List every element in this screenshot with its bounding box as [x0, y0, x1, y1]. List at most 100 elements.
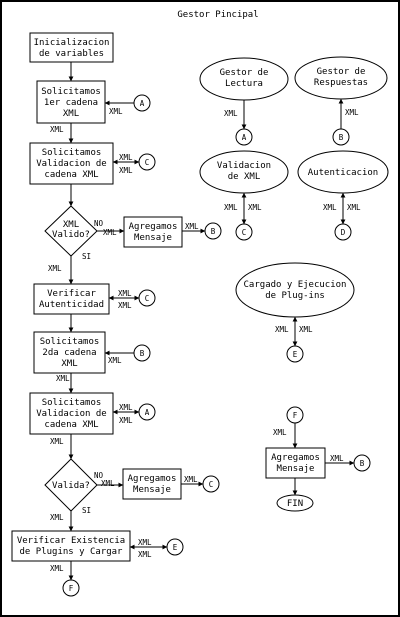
connector-f: F	[62, 579, 80, 597]
node-validacion-1-line-2: Validacion de	[36, 159, 106, 169]
ellipse-validacion-xml-line-2: de XML	[228, 172, 261, 182]
edge-label-xml: XML	[101, 479, 115, 488]
edge-label-xml: XML	[109, 107, 123, 116]
node-solicitamos-1er-cadena-line-2: 1er cadena	[44, 98, 98, 108]
edge-label-xml: XML	[185, 222, 199, 231]
ellipse-gestor-lectura-line-2: Lectura	[225, 79, 263, 89]
edge-label-xml: XML	[103, 228, 117, 237]
connector-d: D	[334, 223, 352, 241]
node-validacion-2: Solicitamos Validacion de cadena XML	[29, 392, 114, 435]
connector-b-label: B	[211, 227, 216, 236]
diagram-title: Gestor Pincipal	[177, 10, 258, 20]
node-agregamos-mensaje-3-line-2: Mensaje	[277, 464, 315, 474]
edge-label-xml: XML	[118, 301, 132, 310]
ellipse-cargado-plugins-line-2: de Plug-ins	[265, 291, 325, 301]
connector-b-label: B	[339, 133, 344, 142]
edge-label-si: SI	[82, 252, 91, 261]
node-agregamos-mensaje-1-line-1: Agregamos	[129, 222, 178, 232]
connector-c-label: C	[145, 294, 150, 303]
decision-xml-valido-line-2: Valido?	[52, 230, 90, 240]
node-solicitamos-1er-cadena-line-3: XML	[63, 109, 79, 119]
connector-e-label: E	[173, 543, 178, 552]
edge-label-xml: XML	[138, 550, 152, 559]
decision-xml-valido: XML Valido?	[44, 205, 98, 257]
edge-label-xml: XML	[275, 325, 289, 334]
node-validacion-1: Solicitamos Validacion de cadena XML	[29, 142, 114, 185]
node-agregamos-mensaje-3-line-1: Agregamos	[271, 453, 320, 463]
decision-valida-line-1: Valida?	[52, 481, 90, 491]
node-validacion-1-line-3: cadena XML	[44, 170, 98, 180]
edge-label-xml: XML	[119, 166, 133, 175]
connector-a-label: A	[242, 133, 247, 142]
node-solicitamos-1er-cadena-line-1: Solicitamos	[41, 87, 101, 97]
connector-c: C	[138, 289, 156, 307]
node-solicitamos-2da-cadena-line-1: Solicitamos	[40, 337, 100, 347]
node-solicitamos-2da-cadena-line-3: XML	[61, 359, 77, 369]
ellipse-cargado-plugins-line-1: Cargado y Ejecucion	[244, 280, 347, 290]
edge-label-si: SI	[82, 506, 91, 515]
node-agregamos-mensaje-3: Agregamos Mensaje	[265, 447, 326, 479]
node-inicializacion: Inicializacion de variables	[29, 32, 114, 63]
connector-b: B	[204, 222, 222, 240]
edge-label-xml: XML	[224, 203, 238, 212]
connector-d-label: D	[341, 228, 346, 237]
connector-c: C	[235, 223, 253, 241]
edge-label-xml: XML	[273, 428, 287, 437]
node-verificar-autenticidad-line-1: Verificar	[47, 289, 96, 299]
edge-label-xml: XML	[50, 437, 64, 446]
node-verificar-autenticidad-line-2: Autenticidad	[39, 300, 104, 310]
edge-label-xml: XML	[56, 374, 70, 383]
node-agregamos-mensaje-2-line-1: Agregamos	[128, 474, 177, 484]
node-solicitamos-1er-cadena: Solicitamos 1er cadena XML	[36, 80, 106, 124]
edge-label-xml: XML	[330, 454, 344, 463]
edge-label-xml: XML	[248, 203, 262, 212]
node-inicializacion-line-1: Inicializacion	[34, 38, 110, 48]
connector-e: E	[166, 538, 184, 556]
edge-label-xml: XML	[119, 416, 133, 425]
connector-f-label: F	[69, 584, 74, 593]
edge-label-xml: XML	[48, 264, 62, 273]
ellipse-validacion-xml: Validacion de XML	[199, 150, 289, 194]
node-validacion-2-line-1: Solicitamos	[42, 398, 102, 408]
connector-b: B	[133, 344, 151, 362]
node-agregamos-mensaje-1-line-2: Mensaje	[134, 233, 172, 243]
edge-label-xml: XML	[118, 289, 132, 298]
node-verificar-plugins: Verificar Existencia de Plugins y Cargar	[11, 530, 131, 562]
node-agregamos-mensaje-1: Agregamos Mensaje	[123, 216, 183, 248]
node-validacion-2-line-3: cadena XML	[44, 420, 98, 430]
node-inicializacion-line-2: de variables	[39, 49, 104, 59]
edge-label-xml: XML	[347, 203, 361, 212]
node-verificar-plugins-line-2: de Plugins y Cargar	[20, 547, 124, 557]
edge-label-xml: XML	[119, 153, 133, 162]
decision-xml-valido-line-1: XML	[63, 220, 79, 230]
edge-label-xml: XML	[138, 538, 152, 547]
connector-c-label: C	[242, 228, 247, 237]
ellipse-gestor-lectura-line-1: Gestor de	[220, 68, 269, 78]
edge-label-no: NO	[94, 471, 104, 480]
connector-a-label: A	[140, 99, 145, 108]
node-agregamos-mensaje-2: Agregamos Mensaje	[122, 468, 182, 500]
connector-a: A	[235, 128, 253, 146]
node-solicitamos-2da-cadena-line-2: 2da cadena	[42, 348, 96, 358]
ellipse-gestor-respuestas-line-2: Respuestas	[314, 78, 368, 88]
edge-label-xml: XML	[224, 109, 238, 118]
connector-b: B	[332, 128, 350, 146]
node-verificar-autenticidad: Verificar Autenticidad	[33, 283, 110, 315]
edge-label-xml: XML	[50, 513, 64, 522]
connector-a: A	[138, 403, 156, 421]
connector-b-label: B	[360, 459, 365, 468]
edge-label-xml: XML	[299, 325, 313, 334]
connector-e: E	[286, 345, 304, 363]
ellipse-validacion-xml-line-1: Validacion	[217, 161, 271, 171]
edge-label-xml: XML	[119, 403, 133, 412]
connector-f: F	[286, 406, 304, 424]
decision-valida: Valida?	[44, 458, 98, 512]
connector-e-label: E	[293, 350, 298, 359]
edge-label-xml: XML	[345, 108, 359, 117]
ellipse-autenticacion-line-1: Autenticacion	[308, 168, 378, 178]
node-validacion-2-line-2: Validacion de	[36, 409, 106, 419]
ellipse-gestor-lectura: Gestor de Lectura	[199, 57, 289, 101]
connector-c: C	[202, 475, 220, 493]
